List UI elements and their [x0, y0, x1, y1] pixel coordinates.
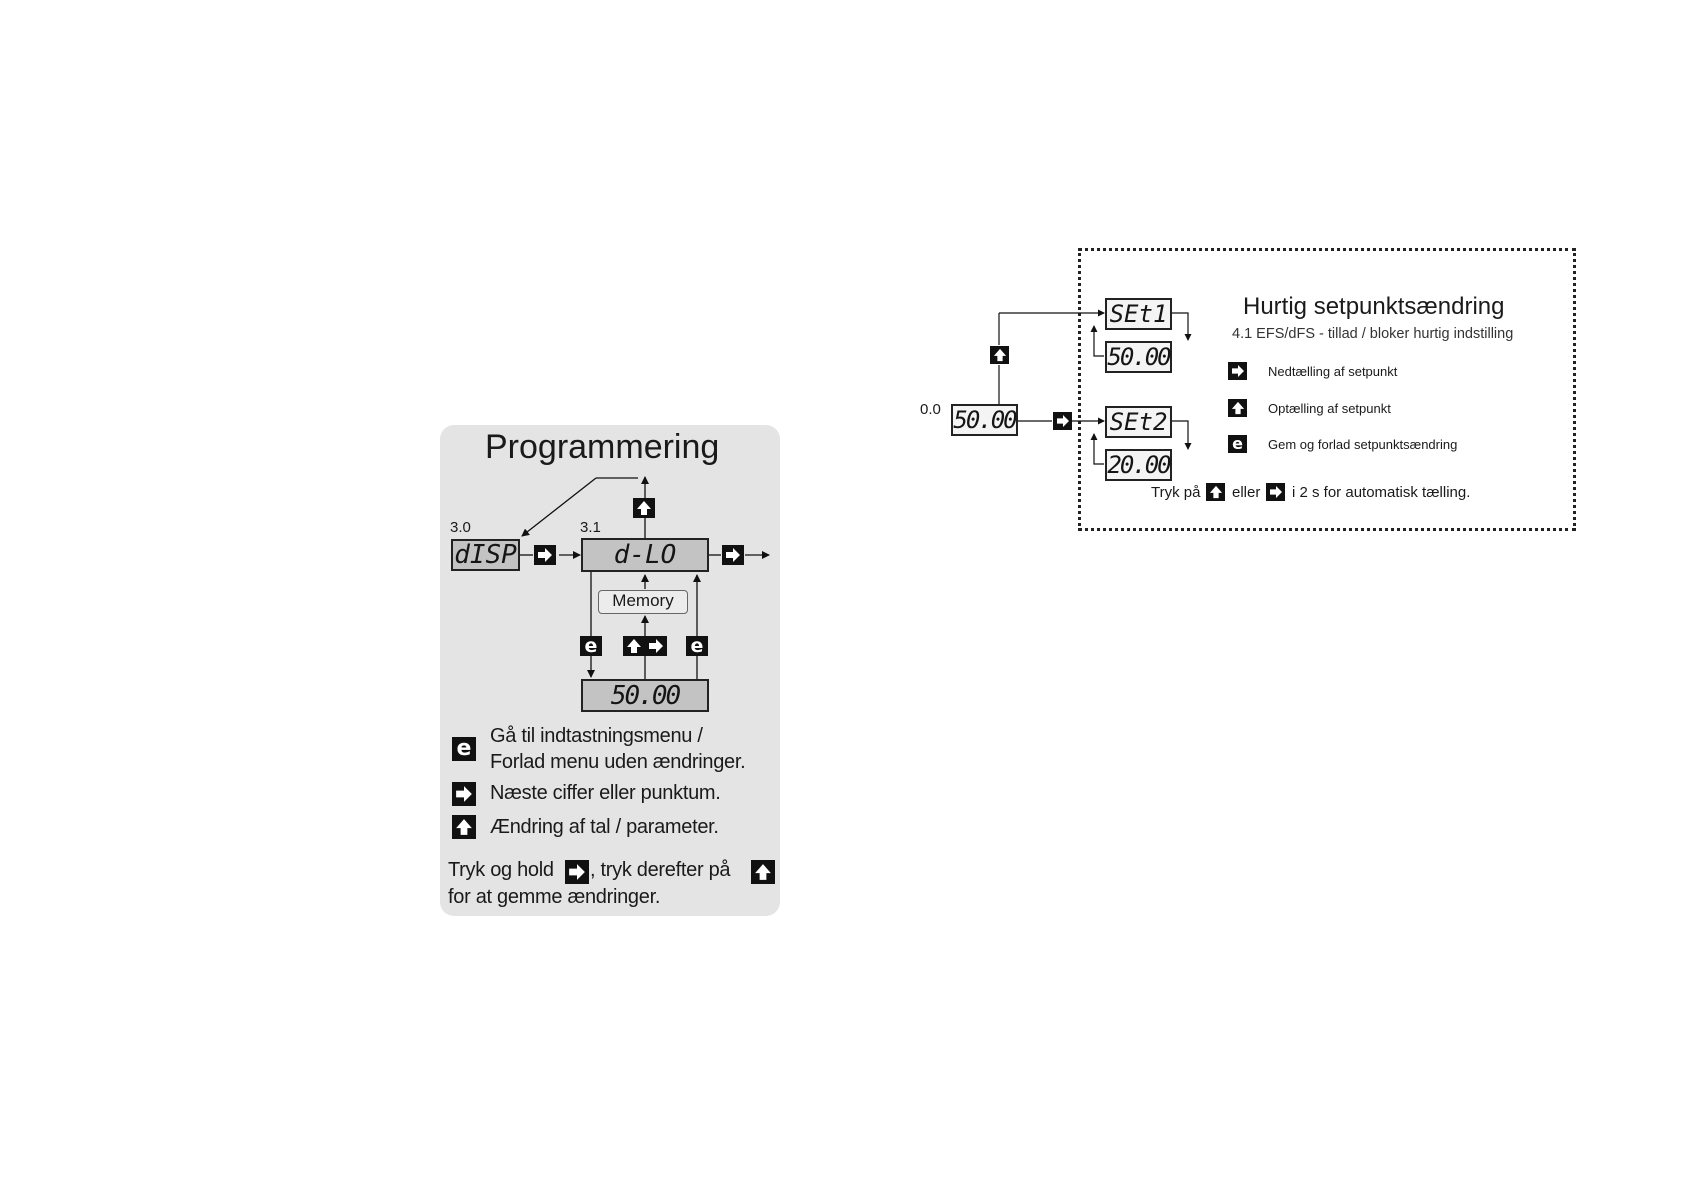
quick-legend-up-text: Optælling af setpunkt [1268, 401, 1391, 416]
up-arrow-key-icon[interactable] [633, 498, 655, 518]
menu-number-disp: 3.0 [450, 519, 471, 536]
programming-title: Programmering [485, 428, 720, 466]
main-menu-number: 0.0 [920, 401, 941, 418]
legend-up-text: Ændring af tal / parameter. [490, 816, 719, 838]
up-arrow-key-icon [1228, 399, 1247, 417]
quick-note-part3: i 2 s for automatisk tælling. [1292, 484, 1471, 501]
e-key-icon[interactable]: e [686, 636, 708, 656]
set2-value-display: 20.00 [1105, 449, 1172, 481]
footer-part3: for at gemme ændringer. [448, 886, 661, 908]
e-key-icon[interactable]: e [580, 636, 602, 656]
menu-number-dlo: 3.1 [580, 519, 601, 536]
dlo-display: d-LO [581, 538, 709, 572]
programming-panel [440, 425, 780, 916]
right-arrow-key-icon [1228, 362, 1247, 380]
quick-legend-e-text: Gem og forlad setpunktsændring [1268, 437, 1458, 452]
right-arrow-key-icon[interactable] [722, 545, 744, 565]
right-arrow-key-icon[interactable] [1053, 412, 1072, 430]
quick-setpoint-box [1078, 248, 1576, 531]
up-arrow-key-icon [452, 815, 476, 839]
quick-setpoint-title: Hurtig setpunktsændring [1243, 293, 1505, 320]
right-arrow-key-icon [452, 782, 476, 806]
e-key-icon: e [1228, 435, 1247, 453]
footer-part1: Tryk og hold [448, 859, 554, 881]
legend-e-line2: Forlad menu uden ændringer. [490, 751, 746, 773]
main-display: 50.00 [951, 404, 1018, 436]
legend-e-line1: Gå til indtastningsmenu / [490, 725, 703, 747]
memory-label: Memory [598, 590, 688, 614]
right-arrow-key-icon [565, 860, 589, 884]
up-arrow-key-icon[interactable] [623, 636, 645, 656]
right-arrow-key-icon[interactable] [534, 545, 556, 565]
footer-part2: , tryk derefter på [590, 859, 731, 881]
right-arrow-key-icon[interactable] [645, 636, 667, 656]
quick-legend-down-text: Nedtælling af setpunkt [1268, 364, 1398, 379]
up-arrow-key-icon [1206, 483, 1225, 501]
quick-note-part1: Tryk på [1151, 484, 1201, 501]
disp-display: dISP [451, 539, 520, 571]
set1-label-display: SEt1 [1105, 298, 1172, 330]
up-arrow-key-icon [751, 860, 775, 884]
value-display: 50.00 [581, 679, 709, 712]
quick-setpoint-subtitle: 4.1 EFS/dFS - tillad / bloker hurtig ind… [1232, 326, 1514, 342]
set2-label-display: SEt2 [1105, 406, 1172, 438]
set1-value-display: 50.00 [1105, 341, 1172, 373]
e-key-icon: e [452, 737, 476, 761]
up-arrow-key-icon[interactable] [990, 346, 1009, 364]
legend-right-text: Næste ciffer eller punktum. [490, 782, 721, 804]
quick-note-part2: eller [1232, 484, 1261, 501]
right-arrow-key-icon [1266, 483, 1285, 501]
